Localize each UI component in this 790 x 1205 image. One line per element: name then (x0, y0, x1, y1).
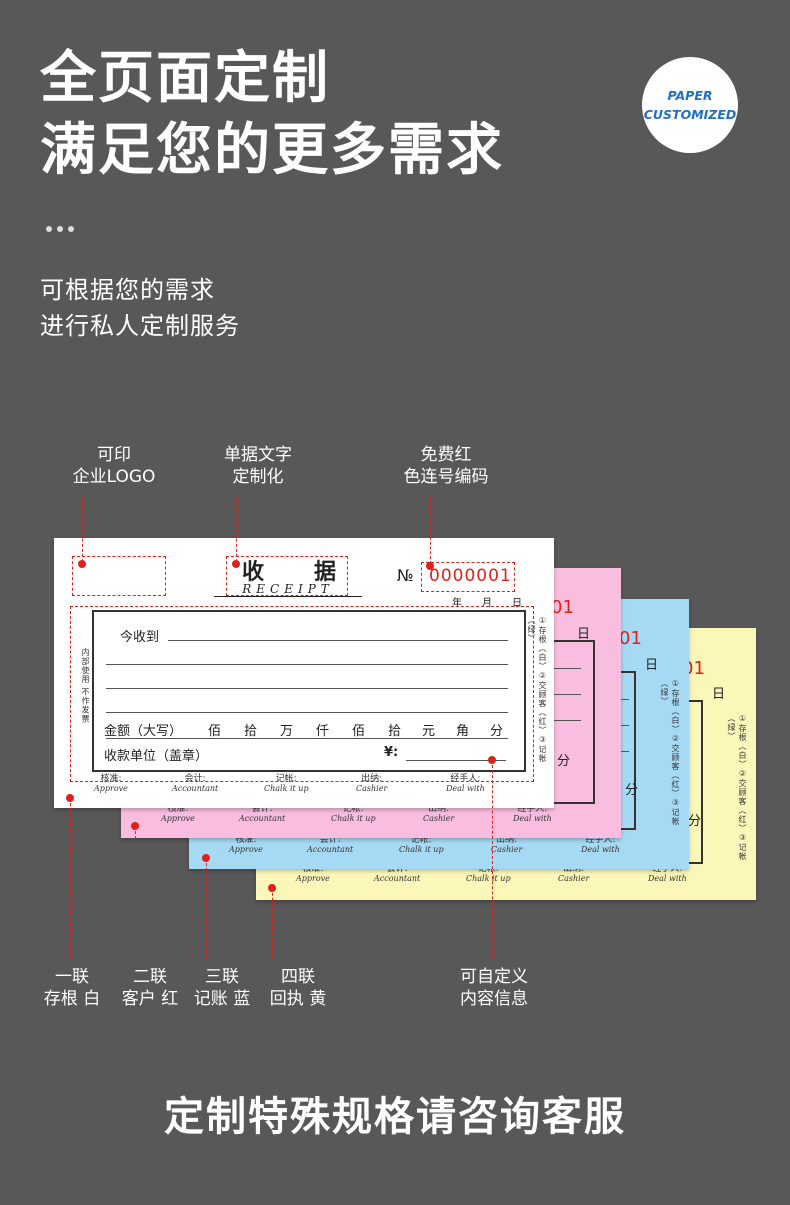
content-area-highlight (70, 606, 534, 782)
receipt-title-en: RECEIPT (214, 582, 362, 597)
serial-number: 0000001 (429, 566, 512, 586)
subtitle-line1: 可根据您的需求 (40, 276, 215, 304)
callout-copy-white: 一联 存根 白 (43, 967, 101, 1009)
serial-marker-dot (426, 562, 434, 570)
serial-area-highlight (421, 562, 515, 592)
receipt-main-box (92, 610, 526, 772)
number-symbol: № (397, 566, 414, 585)
text-marker-dot (232, 560, 240, 568)
callout-copy-blue: 三联 记账 蓝 (193, 967, 251, 1009)
side-note: 内部使用 不作发票 (81, 648, 90, 724)
headline-line1: 全页面定制 (40, 46, 330, 111)
text-area-highlight (226, 556, 348, 596)
badge-line2: CUSTOMIZED (643, 107, 737, 122)
decorative-dots (46, 226, 74, 232)
callout-logo: 可印 企业LOGO (72, 445, 156, 487)
consult-service-cta: 定制特殊规格请咨询客服 (164, 1094, 626, 1140)
customized-badge: PAPER CUSTOMIZED (642, 57, 738, 153)
callout-custom-content: 可自定义 内容信息 (460, 967, 528, 1009)
logo-marker-dot (78, 560, 86, 568)
badge-line1: PAPER (667, 88, 713, 103)
callout-copy-red: 二联 客户 红 (121, 967, 179, 1009)
callout-serial-number: 免费红 色连号编码 (403, 445, 489, 487)
logo-area-highlight (72, 556, 166, 596)
receipt-copy-white: 收 据 RECEIPT № 0000001 年 月 日 内部使用 不作发票 今收… (54, 538, 554, 808)
callout-copy-yellow: 四联 回执 黄 (269, 967, 327, 1009)
subtitle-line2: 进行私人定制服务 (40, 312, 240, 340)
receipt-title: 收 据 (242, 560, 351, 585)
callout-text-custom: 单据文字 定制化 (224, 445, 292, 487)
headline-line2: 满足您的更多需求 (40, 118, 504, 183)
